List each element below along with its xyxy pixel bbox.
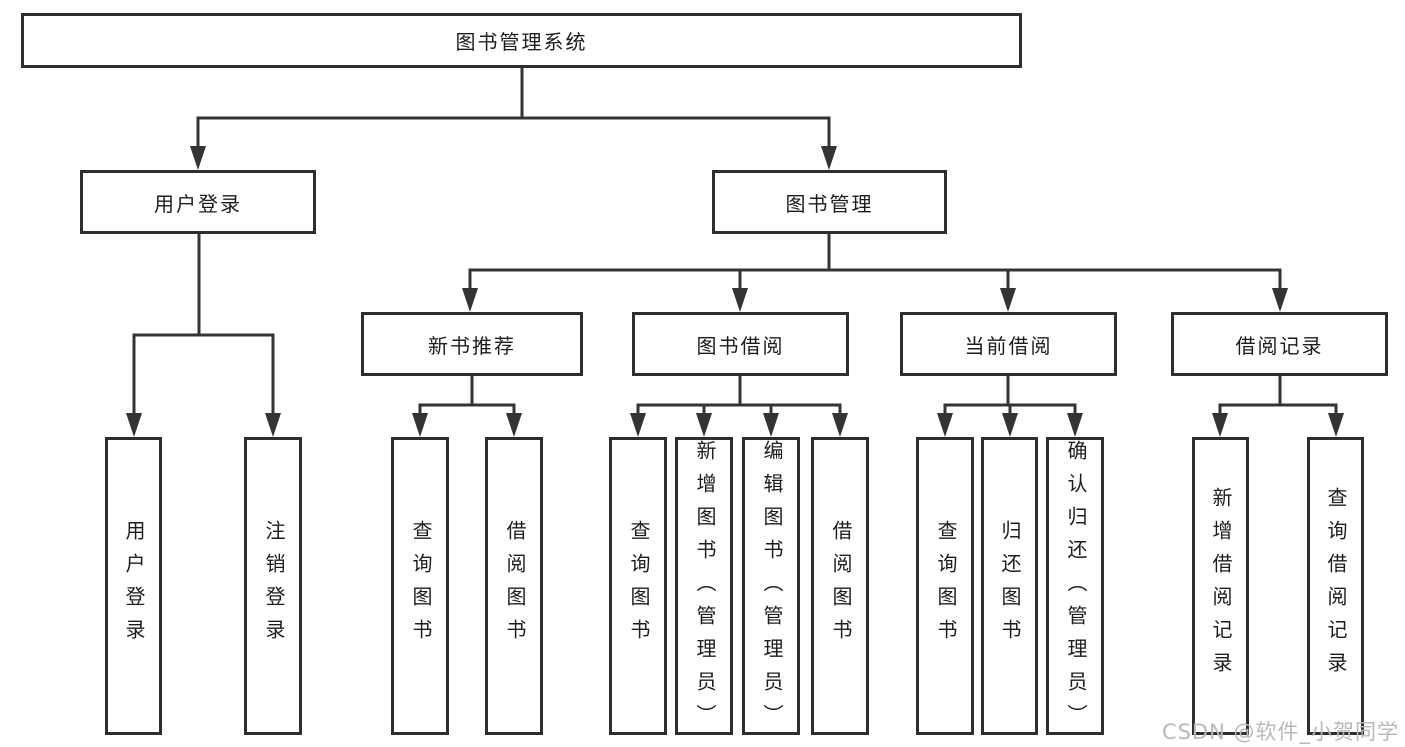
leaf-user-login: 用户登录 (105, 437, 162, 735)
leaf-borrow-query-book: 查询图书 (609, 437, 667, 735)
node-book-borrow: 图书借阅 (632, 312, 849, 376)
leaf-logout: 注销登录 (244, 437, 302, 735)
leaf-current-query-book: 查询图书 (916, 437, 974, 735)
leaf-borrow-add-book-admin: 新增图书（管理员） (675, 437, 733, 735)
node-root: 图书管理系统 (21, 13, 1022, 68)
node-user-login: 用户登录 (80, 170, 316, 234)
leaf-borrow-borrow-book: 借阅图书 (811, 437, 869, 735)
leaf-records-add-record: 新增借阅记录 (1192, 437, 1249, 735)
csdn-watermark: CSDN @软件_小贺同学 (1161, 720, 1399, 744)
leaf-borrow-edit-book-admin: 编辑图书（管理员） (742, 437, 800, 735)
leaf-records-query-record: 查询借阅记录 (1307, 437, 1364, 735)
node-borrow-records: 借阅记录 (1171, 312, 1388, 376)
leaf-recommend-borrow-book: 借阅图书 (485, 437, 543, 735)
node-new-book-recommend: 新书推荐 (361, 312, 583, 376)
leaf-recommend-query-book: 查询图书 (391, 437, 449, 735)
node-book-management: 图书管理 (712, 170, 947, 234)
leaf-current-confirm-return-admin: 确认归还（管理员） (1046, 437, 1104, 735)
leaf-current-return-book: 归还图书 (981, 437, 1038, 735)
node-current-borrow: 当前借阅 (900, 312, 1117, 376)
